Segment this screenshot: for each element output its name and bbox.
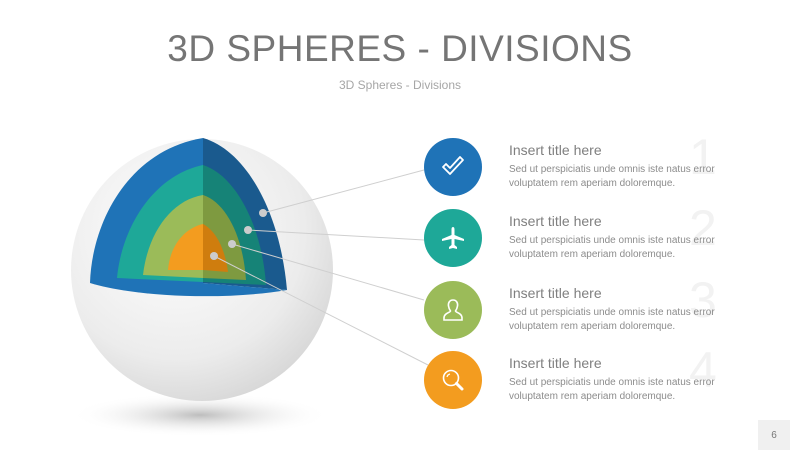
list-item-3: 3 Insert title here Sed ut perspiciatis … (424, 272, 784, 341)
item-icon-circle (424, 209, 482, 267)
item-number: 4 (689, 342, 717, 398)
item-icon-circle (424, 281, 482, 339)
item-body: Sed ut perspiciatis unde omnis iste natu… (509, 235, 715, 260)
item-title: Insert title here (509, 142, 602, 158)
user-icon (443, 299, 463, 321)
item-number: 3 (689, 272, 717, 328)
list-item-2: 2 Insert title here Sed ut perspiciatis … (424, 200, 784, 269)
check-icon (442, 156, 464, 175)
sphere-shadow (70, 393, 330, 437)
slide-title: 3D SPHERES - DIVISIONS (167, 28, 633, 69)
slide-subtitle: 3D Spheres - Divisions (338, 78, 462, 92)
marker-3 (228, 240, 236, 248)
item-body: Sed ut perspiciatis unde omnis iste natu… (509, 377, 715, 402)
item-number: 1 (689, 129, 717, 185)
item-body: Sed ut perspiciatis unde omnis iste natu… (509, 307, 715, 332)
marker-4 (210, 252, 218, 260)
item-number: 2 (689, 200, 717, 256)
item-icon-circle (424, 351, 482, 409)
marker-1 (259, 209, 267, 217)
airplane-icon (442, 227, 464, 249)
layer-4-front (168, 224, 203, 270)
item-icon-circle (424, 138, 482, 196)
item-body: Sed ut perspiciatis unde omnis iste natu… (509, 164, 715, 189)
item-title: Insert title here (509, 355, 602, 371)
list-item-4: 4 Insert title here Sed ut perspiciatis … (424, 342, 784, 411)
item-title: Insert title here (509, 213, 602, 229)
item-title: Insert title here (509, 285, 602, 301)
page-number: 6 (758, 420, 790, 450)
marker-2 (244, 226, 252, 234)
search-icon (442, 369, 464, 391)
list-item-1: 1 Insert title here Sed ut perspiciatis … (424, 129, 784, 198)
